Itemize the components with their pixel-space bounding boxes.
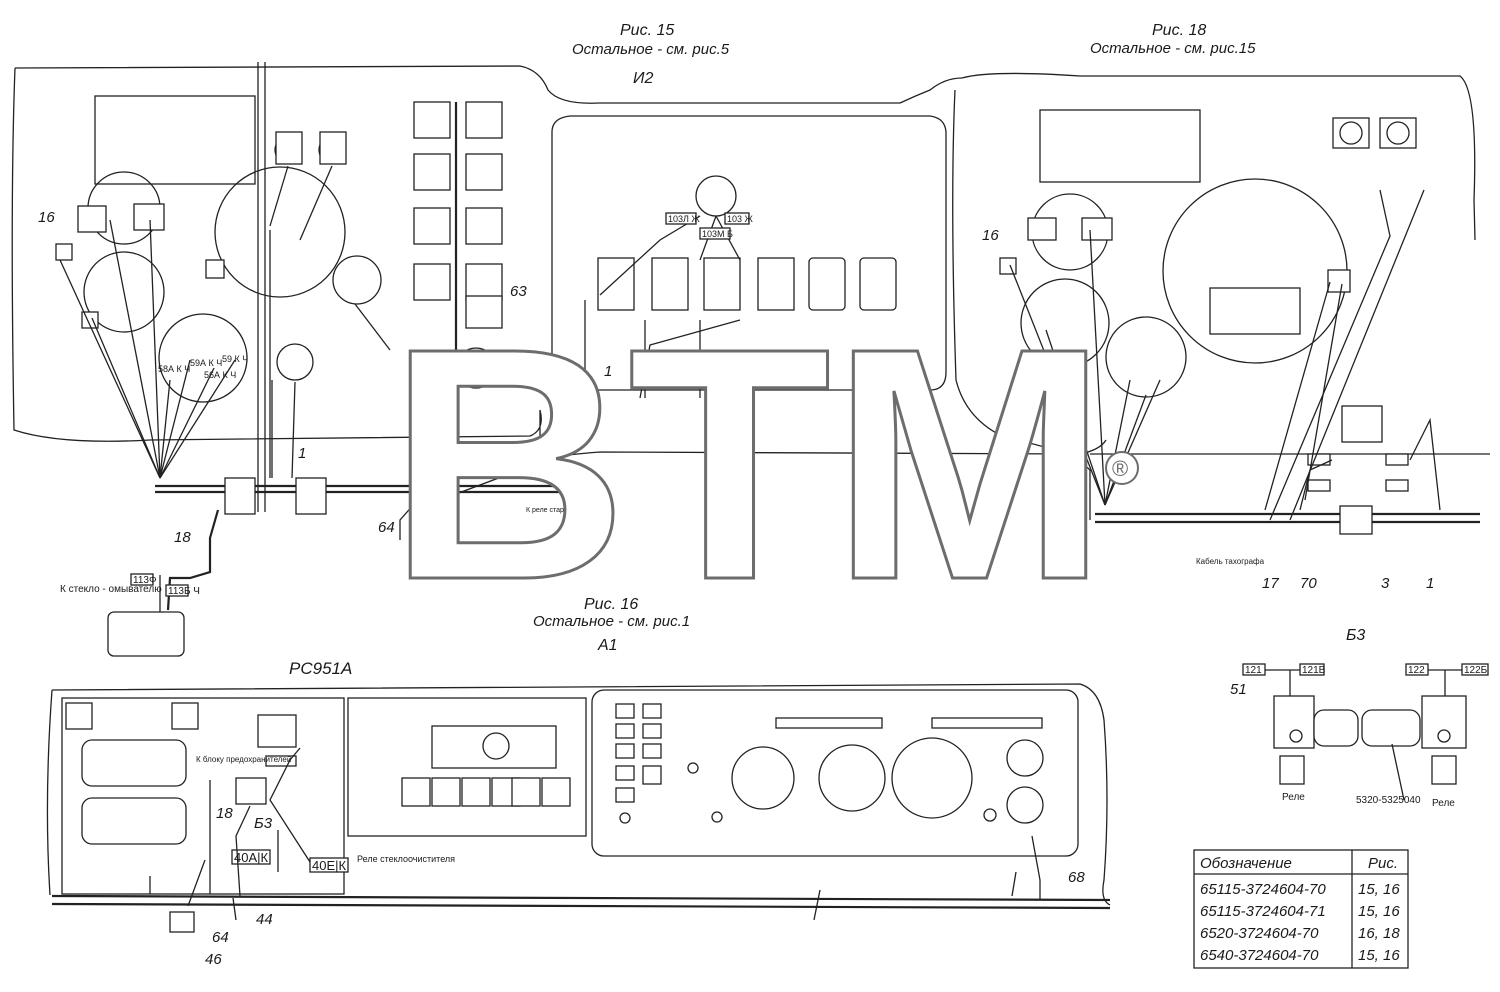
wire-tag: 56А К Ч bbox=[204, 370, 236, 380]
fig15-panel bbox=[11, 62, 1107, 657]
table-cell: 6540-3724604-70 bbox=[1200, 947, 1319, 964]
note-starter-relay: К реле стартера bbox=[526, 507, 579, 514]
note-lamp-socket: К розетке переносной лампы bbox=[457, 450, 552, 458]
wire-tag: 122 bbox=[1408, 665, 1425, 676]
note-fuse-block: К блоку предохранителей bbox=[196, 755, 291, 764]
fig15-view-I2 bbox=[551, 115, 947, 410]
table-header-fig: Рис. bbox=[1368, 855, 1398, 872]
wire-tag: 58А К Ч bbox=[158, 364, 190, 374]
fig16-subtitle: Остальное - см. рис.1 bbox=[533, 613, 690, 630]
fig15-title: Рис. 15 bbox=[620, 22, 674, 39]
table-cell: 15, 16 bbox=[1358, 947, 1400, 964]
callout-17-fig18: 17 bbox=[1262, 575, 1279, 592]
label-b3-fig16: Б3 bbox=[254, 815, 273, 832]
fig16-title: Рис. 16 bbox=[584, 596, 638, 613]
callout-64-fig16: 64 bbox=[212, 929, 229, 946]
wire-tag: 121 bbox=[1245, 665, 1262, 676]
table-cell: 6520-3724604-70 bbox=[1200, 925, 1319, 942]
callout-18-fig16: 18 bbox=[216, 805, 233, 822]
callout-1: 1 bbox=[298, 445, 306, 462]
callout-16-fig18: 16 bbox=[982, 227, 999, 244]
wire-tag: 59А К Ч bbox=[190, 358, 222, 368]
wire-tag: 121В bbox=[1302, 665, 1326, 676]
wire-tag: 122Б bbox=[1464, 665, 1488, 676]
callout-64: 64 bbox=[378, 519, 395, 536]
table-cell: 15, 16 bbox=[1358, 903, 1400, 920]
note-part-number: 5320-5325040 bbox=[1356, 795, 1421, 806]
fig16-view-label: А1 bbox=[597, 637, 618, 654]
table-cell: 16, 18 bbox=[1358, 925, 1400, 942]
watermark-logo: BTM bbox=[388, 279, 1108, 648]
note-wiper-relay: Реле стеклоочистителя bbox=[357, 854, 455, 864]
label-b3-detail: Б3 bbox=[1346, 627, 1365, 644]
wire-tag: 59 К Ч bbox=[222, 354, 248, 364]
detail-b3 bbox=[1242, 663, 1489, 801]
note-tacho-cable: Кабель тахографа bbox=[1196, 557, 1265, 566]
callout-70: 70 bbox=[1300, 575, 1317, 592]
callout-44: 44 bbox=[256, 911, 273, 928]
table-cell: 15, 16 bbox=[1358, 881, 1400, 898]
wire-tag: 113Ф bbox=[133, 575, 157, 586]
wire-tag: 103Л Ж bbox=[668, 214, 700, 224]
callout-46: 46 bbox=[205, 951, 222, 968]
wire-tag: 40Е|К bbox=[312, 858, 347, 873]
callout-1-fig18: 1 bbox=[1426, 575, 1434, 592]
fig18-subtitle: Остальное - см. рис.15 bbox=[1090, 40, 1256, 57]
callout-1-view: 1 bbox=[604, 363, 612, 380]
callout-68: 68 bbox=[1068, 869, 1085, 886]
wire-tag: 103М Б bbox=[702, 229, 733, 239]
callout-63: 63 bbox=[510, 283, 527, 300]
fig15-view-label: И2 bbox=[633, 70, 653, 87]
fig18-panel bbox=[952, 72, 1490, 535]
note-relay-2: Реле bbox=[1432, 798, 1455, 809]
wire-tag: 113Б Ч bbox=[168, 586, 200, 597]
wire-tag: 103 Ж bbox=[727, 214, 754, 224]
callout-51: 51 bbox=[1230, 681, 1247, 698]
fig18-title: Рис. 18 bbox=[1152, 22, 1206, 39]
table-header-designation: Обозначение bbox=[1200, 855, 1292, 872]
fig16-panel bbox=[46, 683, 1111, 933]
watermark-registered-mark: ® bbox=[1112, 456, 1128, 481]
callout-17-view: 17 bbox=[722, 361, 739, 378]
note-relay-1: Реле bbox=[1282, 792, 1305, 803]
callout-18: 18 bbox=[174, 529, 191, 546]
switch-panel-fig18 bbox=[1039, 109, 1201, 183]
wire-tag: 40А|К bbox=[234, 850, 269, 865]
designation-table bbox=[1193, 849, 1409, 969]
switch-column-right bbox=[399, 101, 540, 540]
note-washer: К стекло - омывателю bbox=[60, 584, 162, 595]
label-pc951a: РС951А bbox=[289, 659, 352, 678]
table-cell: 65115-3724604-71 bbox=[1200, 903, 1326, 920]
table-cell: 65115-3724604-70 bbox=[1200, 881, 1326, 898]
callout-16: 16 bbox=[38, 209, 55, 226]
callout-3: 3 bbox=[1381, 575, 1390, 592]
callout-64-view: 64 bbox=[662, 363, 679, 380]
switch-panel-left bbox=[94, 95, 256, 185]
fig15-subtitle: Остальное - см. рис.5 bbox=[572, 41, 730, 58]
